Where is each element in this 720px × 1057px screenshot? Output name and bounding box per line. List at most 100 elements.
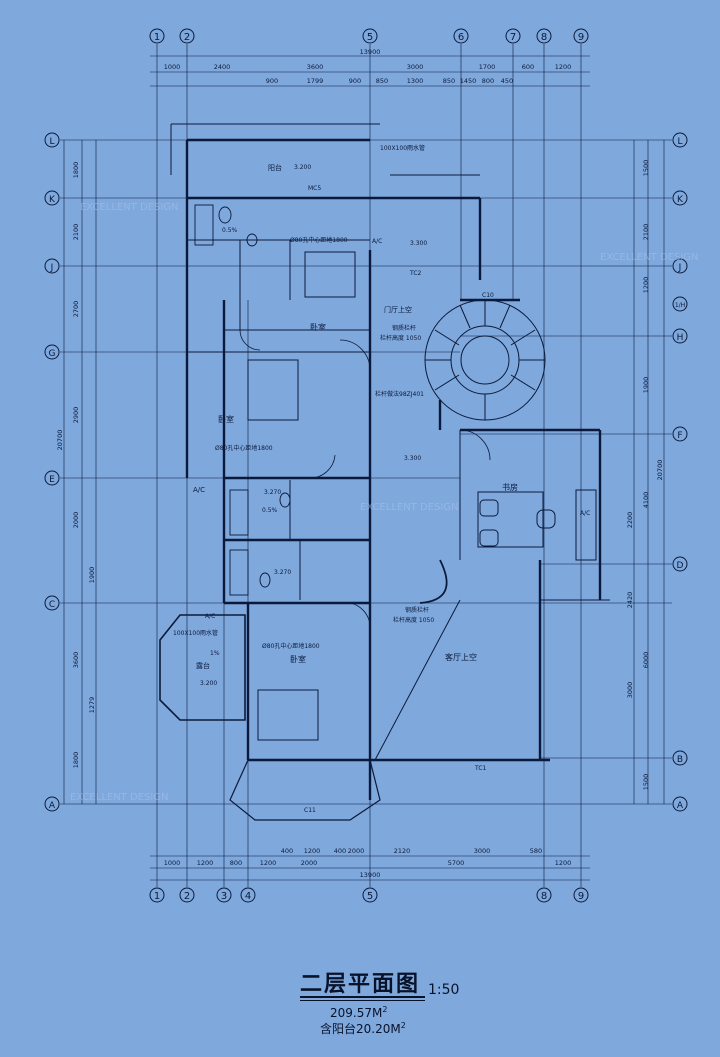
dim-text: 6000 xyxy=(642,652,650,669)
note: Ø80孔中心距地1800 xyxy=(215,444,273,452)
dim-text: 450 xyxy=(501,77,513,85)
room-label: 卧室 xyxy=(310,322,326,332)
dim-text: 2000 xyxy=(72,512,80,529)
axis-label: 2 xyxy=(184,32,190,43)
note: 钢质栏杆 xyxy=(405,606,429,614)
axis-label: F xyxy=(677,431,682,441)
dim-bottom-overall: 13900 xyxy=(360,871,381,879)
dim-text: 2100 xyxy=(642,224,650,241)
svg-text:EXCELLENT DESIGN: EXCELLENT DESIGN xyxy=(70,792,169,803)
dim-text: 1279 xyxy=(88,697,96,714)
chair xyxy=(536,509,556,529)
note: 钢质栏杆 xyxy=(392,324,416,332)
dim-text: 3600 xyxy=(307,63,324,71)
dim-text: 3000 xyxy=(407,63,424,71)
dim-text: 800 xyxy=(230,859,242,867)
axis-bubbles-bottom: 1 2 3 4 5 8 9 xyxy=(149,887,589,903)
axis-label: 3 xyxy=(221,891,227,902)
note: Ø80孔中心距地1800 xyxy=(262,642,320,650)
axis-label: C xyxy=(49,600,55,610)
dim-text: 400 xyxy=(334,847,346,855)
room-label: 客厅上空 xyxy=(445,652,477,662)
dim-left-overall: 20700 xyxy=(56,430,64,451)
window-tag: TC1 xyxy=(474,765,487,772)
axis-label: 6 xyxy=(458,32,464,43)
room-label: 卧室 xyxy=(218,414,234,424)
room-label: 露台 xyxy=(196,661,210,670)
floor-area: 209.57M2 xyxy=(330,1005,387,1020)
axis-label: A xyxy=(49,801,56,811)
dim-text: 2200 xyxy=(626,512,634,529)
dim-text: 1200 xyxy=(304,847,321,855)
axis-label: 5 xyxy=(367,32,373,43)
dim-text: 5700 xyxy=(448,859,465,867)
axis-label: K xyxy=(49,195,56,205)
dim-text: 1700 xyxy=(479,63,496,71)
area-unit-sup: 2 xyxy=(382,1005,388,1014)
dim-text: 3000 xyxy=(626,682,634,699)
spiral-stair xyxy=(424,299,546,421)
drawing-scale: 1:50 xyxy=(428,982,460,998)
dim-text: 580 xyxy=(530,847,542,855)
room-label: 阳台 xyxy=(268,163,282,172)
curved-wall xyxy=(419,559,448,604)
dim-text: 1200 xyxy=(642,277,650,294)
window-tag: C10 xyxy=(482,292,494,299)
dim-text: 2000 xyxy=(348,847,365,855)
dim-text: 600 xyxy=(522,63,534,71)
dim-text: 1300 xyxy=(407,77,424,85)
note: 100X100雨水管 xyxy=(380,144,425,152)
dim-text: 900 xyxy=(266,77,278,85)
axis-label: L xyxy=(49,137,54,147)
note: 栏杆高度 1050 xyxy=(380,334,421,342)
dim-text: 2420 xyxy=(626,592,634,609)
note: 100X100雨水管 xyxy=(173,629,218,637)
svg-text:EXCELLENT DESIGN: EXCELLENT DESIGN xyxy=(600,252,699,263)
axis-label: 5 xyxy=(367,891,373,902)
axis-label: 2 xyxy=(184,891,190,902)
dimension-lines-top xyxy=(150,55,590,87)
dim-top-overall: 13900 xyxy=(360,48,381,56)
window-tag: C11 xyxy=(304,807,316,814)
study-desk xyxy=(477,491,544,548)
axis-label: 7 xyxy=(510,32,516,43)
window-tag: TC2 xyxy=(409,270,422,277)
area-unit-sup: 2 xyxy=(400,1021,406,1030)
axis-label: H xyxy=(677,333,684,343)
axis-label: 9 xyxy=(578,32,584,43)
interior-lines xyxy=(170,123,610,761)
dim-text: 2100 xyxy=(72,224,80,241)
dim-text: 1500 xyxy=(642,160,650,177)
beds xyxy=(247,251,356,741)
axis-label: B xyxy=(677,755,683,765)
dim-text: 1000 xyxy=(164,859,181,867)
note: 栏杆高度 1050 xyxy=(393,616,434,624)
dimension-lines-bottom xyxy=(150,855,590,881)
axis-label: J xyxy=(50,263,54,273)
balcony-area-value: 含阳台20.20M xyxy=(320,1022,401,1036)
drawing-title: 二层平面图 xyxy=(300,972,421,997)
note: A/C xyxy=(193,486,205,494)
dim-text: 2400 xyxy=(214,63,231,71)
room-label: 书房 xyxy=(502,482,518,492)
dim-text: 1200 xyxy=(555,859,572,867)
svg-text:EXCELLENT DESIGN: EXCELLENT DESIGN xyxy=(360,502,459,513)
dim-text: 800 xyxy=(482,77,494,85)
axis-label: 8 xyxy=(541,891,547,902)
chair xyxy=(479,499,499,517)
bath-fixtures xyxy=(194,204,291,596)
axis-bubbles-right: L K J 1/H H F D B A xyxy=(672,132,688,812)
terrace-outline xyxy=(159,614,246,721)
elevation: 3.300 xyxy=(404,455,421,462)
dim-text: 3000 xyxy=(474,847,491,855)
axis-label: D xyxy=(677,561,684,571)
axis-label: 1 xyxy=(154,32,160,43)
dimension-lines-sides xyxy=(63,140,665,804)
dim-text: 4100 xyxy=(642,492,650,509)
slope: 1% xyxy=(210,650,220,657)
dim-right-overall: 20700 xyxy=(656,460,664,481)
dim-text: 850 xyxy=(443,77,455,85)
dim-text: 2000 xyxy=(301,859,318,867)
dim-text: 1000 xyxy=(164,63,181,71)
